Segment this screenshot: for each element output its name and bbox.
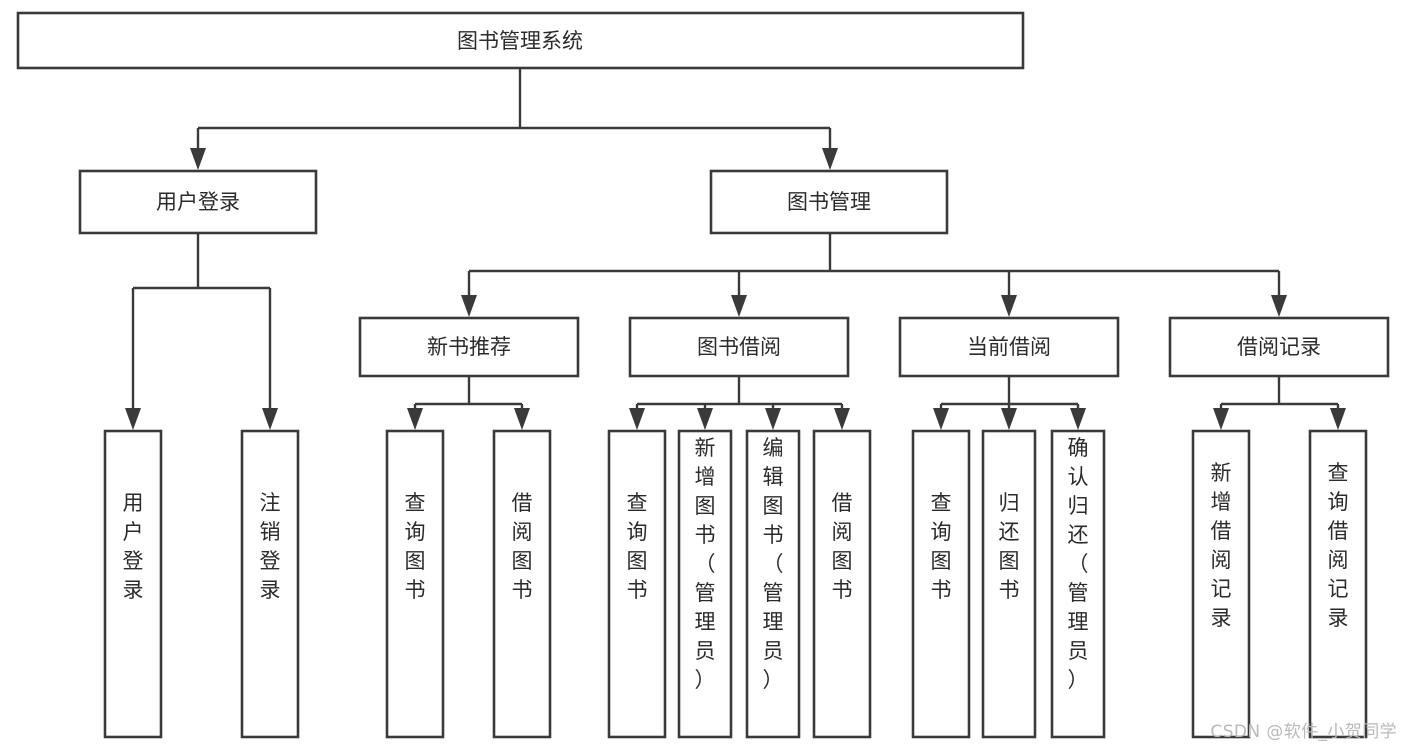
node-leaf-new-book-1-box[interactable] [492,429,552,739]
node-current-borrow-label: 当前借阅 [967,335,1051,359]
node-leaf-book-borrow-2-box[interactable] [745,429,801,739]
arrow-head-new-book-child-1 [514,408,530,430]
node-leaf-book-borrow-0[interactable]: 查询图书 [607,429,667,739]
arrow-head-book-mgmt [822,148,838,170]
node-leaf-book-borrow-2[interactable]: 编辑图书（管理员） [745,429,801,739]
node-current-borrow-box[interactable] [898,316,1120,378]
arrow-head-book-borrow-child-1 [697,408,713,430]
node-leaf-borrow-record-1-label: 查询借阅记录 [1328,461,1349,630]
node-leaf-current-borrow-2[interactable]: 确认归还（管理员） [1050,429,1106,739]
arrow-head-user-login [190,148,206,170]
node-root-system-box[interactable] [16,11,1025,70]
node-leaf-user-login-0-label: 用户登录 [123,491,144,602]
node-new-book-recommend-label: 新书推荐 [427,335,511,359]
node-leaf-new-book-0-label: 查询图书 [405,491,426,602]
node-leaf-user-login-1[interactable]: 注销登录 [240,429,300,739]
connector-group-user-login [125,233,278,430]
arrow-head-current-borrow [1001,295,1017,317]
node-leaf-borrow-record-1-box[interactable] [1308,429,1368,739]
node-leaf-book-borrow-1[interactable]: 新增图书（管理员） [677,429,733,739]
connector-group-book-borrow [629,376,850,430]
connector-group-root [190,68,838,170]
node-book-management-box[interactable] [709,169,949,235]
arrow-head-borrow-record-child-1 [1330,408,1346,430]
node-book-borrow-label: 图书借阅 [697,335,781,359]
connector-group-new-book [407,376,530,430]
node-user-login[interactable]: 用户登录 [78,169,318,235]
node-leaf-new-book-1[interactable]: 借阅图书 [492,429,552,739]
node-book-management-label: 图书管理 [787,190,871,214]
node-leaf-book-borrow-1-label: 新增图书（管理员） [695,436,716,692]
node-leaf-current-borrow-0-box[interactable] [911,429,971,739]
arrow-head-current-borrow-child-2 [1070,408,1086,430]
node-leaf-user-login-1-label: 注销登录 [260,491,281,602]
node-leaf-book-borrow-2-label: 编辑图书（管理员） [763,436,784,692]
csdn-watermark: CSDN @软件_小贺同学 [1210,722,1397,742]
node-user-login-label: 用户登录 [156,190,240,214]
node-leaf-borrow-record-0-label: 新增借阅记录 [1211,461,1232,630]
node-borrow-record-box[interactable] [1168,316,1390,378]
node-leaf-borrow-record-0-box[interactable] [1191,429,1251,739]
arrow-head-book-borrow-child-2 [765,408,781,430]
node-leaf-borrow-record-0[interactable]: 新增借阅记录 [1191,429,1251,739]
node-leaf-new-book-0-box[interactable] [385,429,445,739]
node-new-book-recommend[interactable]: 新书推荐 [358,316,580,378]
connector-group-current-borrow [933,376,1086,430]
arrow-head-new-book [461,295,477,317]
arrow-head-borrow-record-child-0 [1213,408,1229,430]
node-leaf-new-book-0[interactable]: 查询图书 [385,429,445,739]
node-root-system-label: 图书管理系统 [457,29,583,53]
node-borrow-record[interactable]: 借阅记录 [1168,316,1390,378]
node-leaf-user-login-1-box[interactable] [240,429,300,739]
node-leaf-current-borrow-1-box[interactable] [981,429,1037,739]
node-leaf-user-login-0[interactable]: 用户登录 [103,429,163,739]
arrow-head-user-login-child-0 [125,408,141,430]
node-book-borrow-box[interactable] [628,316,850,378]
node-book-borrow[interactable]: 图书借阅 [628,316,850,378]
node-leaf-new-book-1-label: 借阅图书 [512,491,533,602]
node-leaf-book-borrow-0-box[interactable] [607,429,667,739]
connector-group-book-mgmt [461,233,1287,317]
node-leaf-book-borrow-1-box[interactable] [677,429,733,739]
arrow-head-new-book-child-0 [407,408,423,430]
arrow-head-book-borrow-child-0 [629,408,645,430]
arrow-head-current-borrow-child-1 [1001,408,1017,430]
node-current-borrow[interactable]: 当前借阅 [898,316,1120,378]
node-new-book-recommend-box[interactable] [358,316,580,378]
node-leaf-book-borrow-0-label: 查询图书 [627,491,648,602]
node-leaf-borrow-record-1[interactable]: 查询借阅记录 [1308,429,1368,739]
node-borrow-record-label: 借阅记录 [1237,335,1321,359]
arrow-head-book-borrow [731,295,747,317]
arrow-head-user-login-child-1 [262,408,278,430]
node-leaf-book-borrow-3-box[interactable] [812,429,872,739]
node-leaf-book-borrow-3-label: 借阅图书 [832,491,853,602]
node-leaf-current-borrow-2-box[interactable] [1050,429,1106,739]
node-leaf-current-borrow-1-label: 归还图书 [999,491,1020,602]
node-leaf-current-borrow-2-label: 确认归还（管理员） [1068,436,1089,692]
node-root-system[interactable]: 图书管理系统 [16,11,1025,70]
node-book-management[interactable]: 图书管理 [709,169,949,235]
node-leaf-current-borrow-0[interactable]: 查询图书 [911,429,971,739]
arrow-head-current-borrow-child-0 [933,408,949,430]
node-leaf-current-borrow-0-label: 查询图书 [931,491,952,602]
node-leaf-current-borrow-1[interactable]: 归还图书 [981,429,1037,739]
node-leaf-book-borrow-3[interactable]: 借阅图书 [812,429,872,739]
node-leaf-user-login-0-box[interactable] [103,429,163,739]
node-user-login-box[interactable] [78,169,318,235]
arrow-head-book-borrow-child-3 [834,408,850,430]
arrow-head-borrow-record [1271,295,1287,317]
connector-group-borrow-record [1213,376,1346,430]
